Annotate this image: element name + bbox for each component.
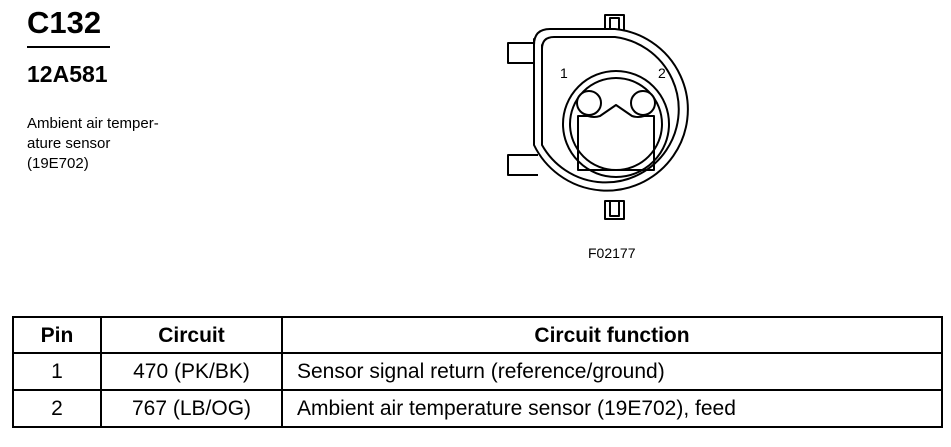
upper-side-tab bbox=[507, 42, 534, 64]
table-header-row: Pin Circuit Circuit function bbox=[12, 316, 943, 354]
pin-1-terminal bbox=[576, 90, 602, 116]
connector-id-underline bbox=[27, 46, 110, 48]
part-number: 12A581 bbox=[27, 61, 108, 87]
column-header-circuit-function: Circuit function bbox=[281, 316, 943, 354]
function-cell: Ambient air temperature sensor (19E702),… bbox=[281, 389, 943, 428]
pin-2-terminal bbox=[630, 90, 656, 116]
description-line: Ambient air temper- bbox=[27, 115, 159, 132]
figure-id: F02177 bbox=[588, 245, 636, 261]
pin-cavity-ring bbox=[562, 70, 670, 178]
description-line: (19E702) bbox=[27, 155, 89, 172]
pin-cell: 2 bbox=[12, 389, 102, 428]
pin-2-label: 2 bbox=[658, 65, 666, 81]
pin-table: Pin Circuit Circuit function 1 470 (PK/B… bbox=[12, 316, 943, 428]
connector-housing-inner bbox=[541, 36, 680, 184]
circuit-cell: 767 (LB/OG) bbox=[100, 389, 283, 428]
connector-description: Ambient air temper- ature sensor (19E702… bbox=[27, 114, 207, 174]
table-row: 1 470 (PK/BK) Sensor signal return (refe… bbox=[12, 352, 943, 391]
circuit-cell: 470 (PK/BK) bbox=[100, 352, 283, 391]
function-cell: Sensor signal return (reference/ground) bbox=[281, 352, 943, 391]
connector-id: C132 bbox=[27, 5, 102, 40]
description-line: ature sensor bbox=[27, 135, 111, 152]
column-header-circuit: Circuit bbox=[100, 316, 283, 354]
table-row: 2 767 (LB/OG) Ambient air temperature se… bbox=[12, 389, 943, 428]
connector-housing-outer bbox=[533, 28, 689, 192]
lower-side-tab bbox=[507, 154, 538, 176]
pin-1-label: 1 bbox=[560, 65, 568, 81]
keyway-outline bbox=[577, 104, 655, 171]
bottom-latch-tab bbox=[604, 200, 625, 220]
connector-face-diagram: 1 2 bbox=[507, 14, 689, 220]
column-header-pin: Pin bbox=[12, 316, 102, 354]
pin-cell: 1 bbox=[12, 352, 102, 391]
